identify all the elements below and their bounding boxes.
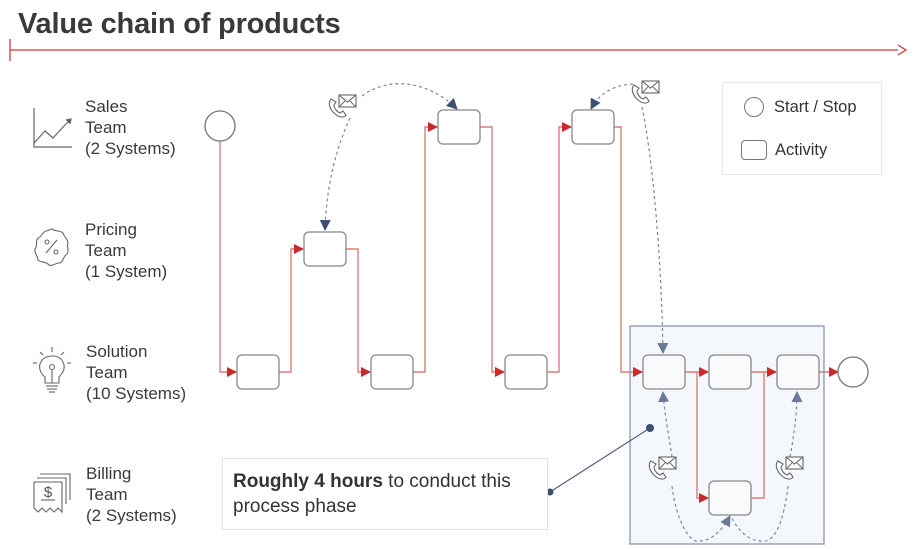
- callout-emphasis: Roughly 4 hours: [233, 471, 383, 492]
- lane-label-pricing: Pricing Team (1 System): [85, 219, 167, 282]
- legend-item-start-stop: Start / Stop: [741, 97, 857, 117]
- lane-team: Team: [85, 241, 127, 260]
- lane-name: Sales: [85, 97, 128, 116]
- legend-item-activity: Activity: [741, 140, 827, 160]
- activity-billing-1: [708, 480, 752, 516]
- lane-systems: (1 System): [85, 262, 168, 281]
- activity-sales-1: [437, 109, 481, 145]
- activity-solution-1: [236, 354, 280, 390]
- lane-systems: (2 Systems): [86, 506, 177, 525]
- svg-text:$: $: [44, 484, 53, 501]
- duration-callout: Roughly 4 hours to conduct this process …: [222, 458, 548, 530]
- receipt-dollar-icon: $: [33, 473, 71, 514]
- lane-name: Billing: [86, 464, 132, 483]
- title-timeline-rule: [9, 39, 908, 61]
- rounded-rect-icon: [741, 140, 767, 160]
- activity-pricing-1: [303, 231, 347, 267]
- lane-team: Team: [85, 118, 127, 137]
- activity-sales-2: [571, 109, 615, 145]
- chart-growth-icon: [33, 108, 72, 148]
- legend-label: Activity: [775, 140, 828, 159]
- activity-phase-3: [776, 354, 820, 390]
- phone-mail-icon: [328, 94, 357, 118]
- stop-event: [837, 356, 869, 388]
- lane-systems: (10 Systems): [86, 384, 187, 403]
- lane-team: Team: [86, 363, 128, 382]
- phone-mail-icon: [631, 80, 660, 104]
- process-flow-connectors: [219, 122, 839, 503]
- page-title: Value chain of products: [18, 8, 341, 40]
- lane-label-solution: Solution Team (10 Systems): [86, 341, 186, 404]
- lane-label-sales: Sales Team (2 Systems): [85, 96, 176, 159]
- callout-connector: [546, 424, 654, 496]
- legend: Start / Stop Activity: [722, 82, 882, 175]
- activity-solution-2: [370, 354, 414, 390]
- communication-connectors: [319, 83, 803, 542]
- activity-solution-3: [504, 354, 548, 390]
- lane-systems: (2 Systems): [85, 139, 176, 158]
- start-event: [204, 110, 236, 142]
- legend-label: Start / Stop: [774, 97, 857, 116]
- callout-text: to conduct this process phase: [233, 471, 511, 517]
- lightbulb-icon: [33, 347, 71, 393]
- activity-phase-2: [708, 354, 752, 390]
- lane-name: Solution: [86, 342, 148, 361]
- lane-label-billing: Billing Team (2 Systems): [86, 463, 177, 526]
- lane-name: Pricing: [85, 220, 137, 239]
- percent-badge-icon: [34, 228, 69, 266]
- lane-team: Team: [86, 485, 128, 504]
- activity-phase-1: [642, 354, 686, 390]
- circle-icon: [744, 97, 764, 117]
